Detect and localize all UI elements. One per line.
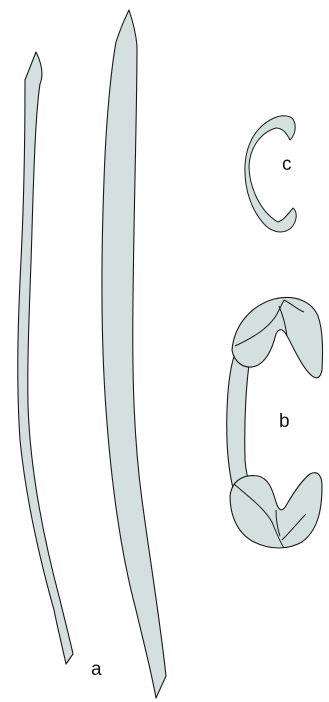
spine-a-broad	[102, 10, 166, 698]
label-a: a	[91, 659, 102, 680]
clasp-b	[227, 298, 323, 548]
label-c: c	[282, 154, 292, 175]
label-b: b	[279, 411, 290, 432]
spine-a-thin	[18, 52, 73, 664]
